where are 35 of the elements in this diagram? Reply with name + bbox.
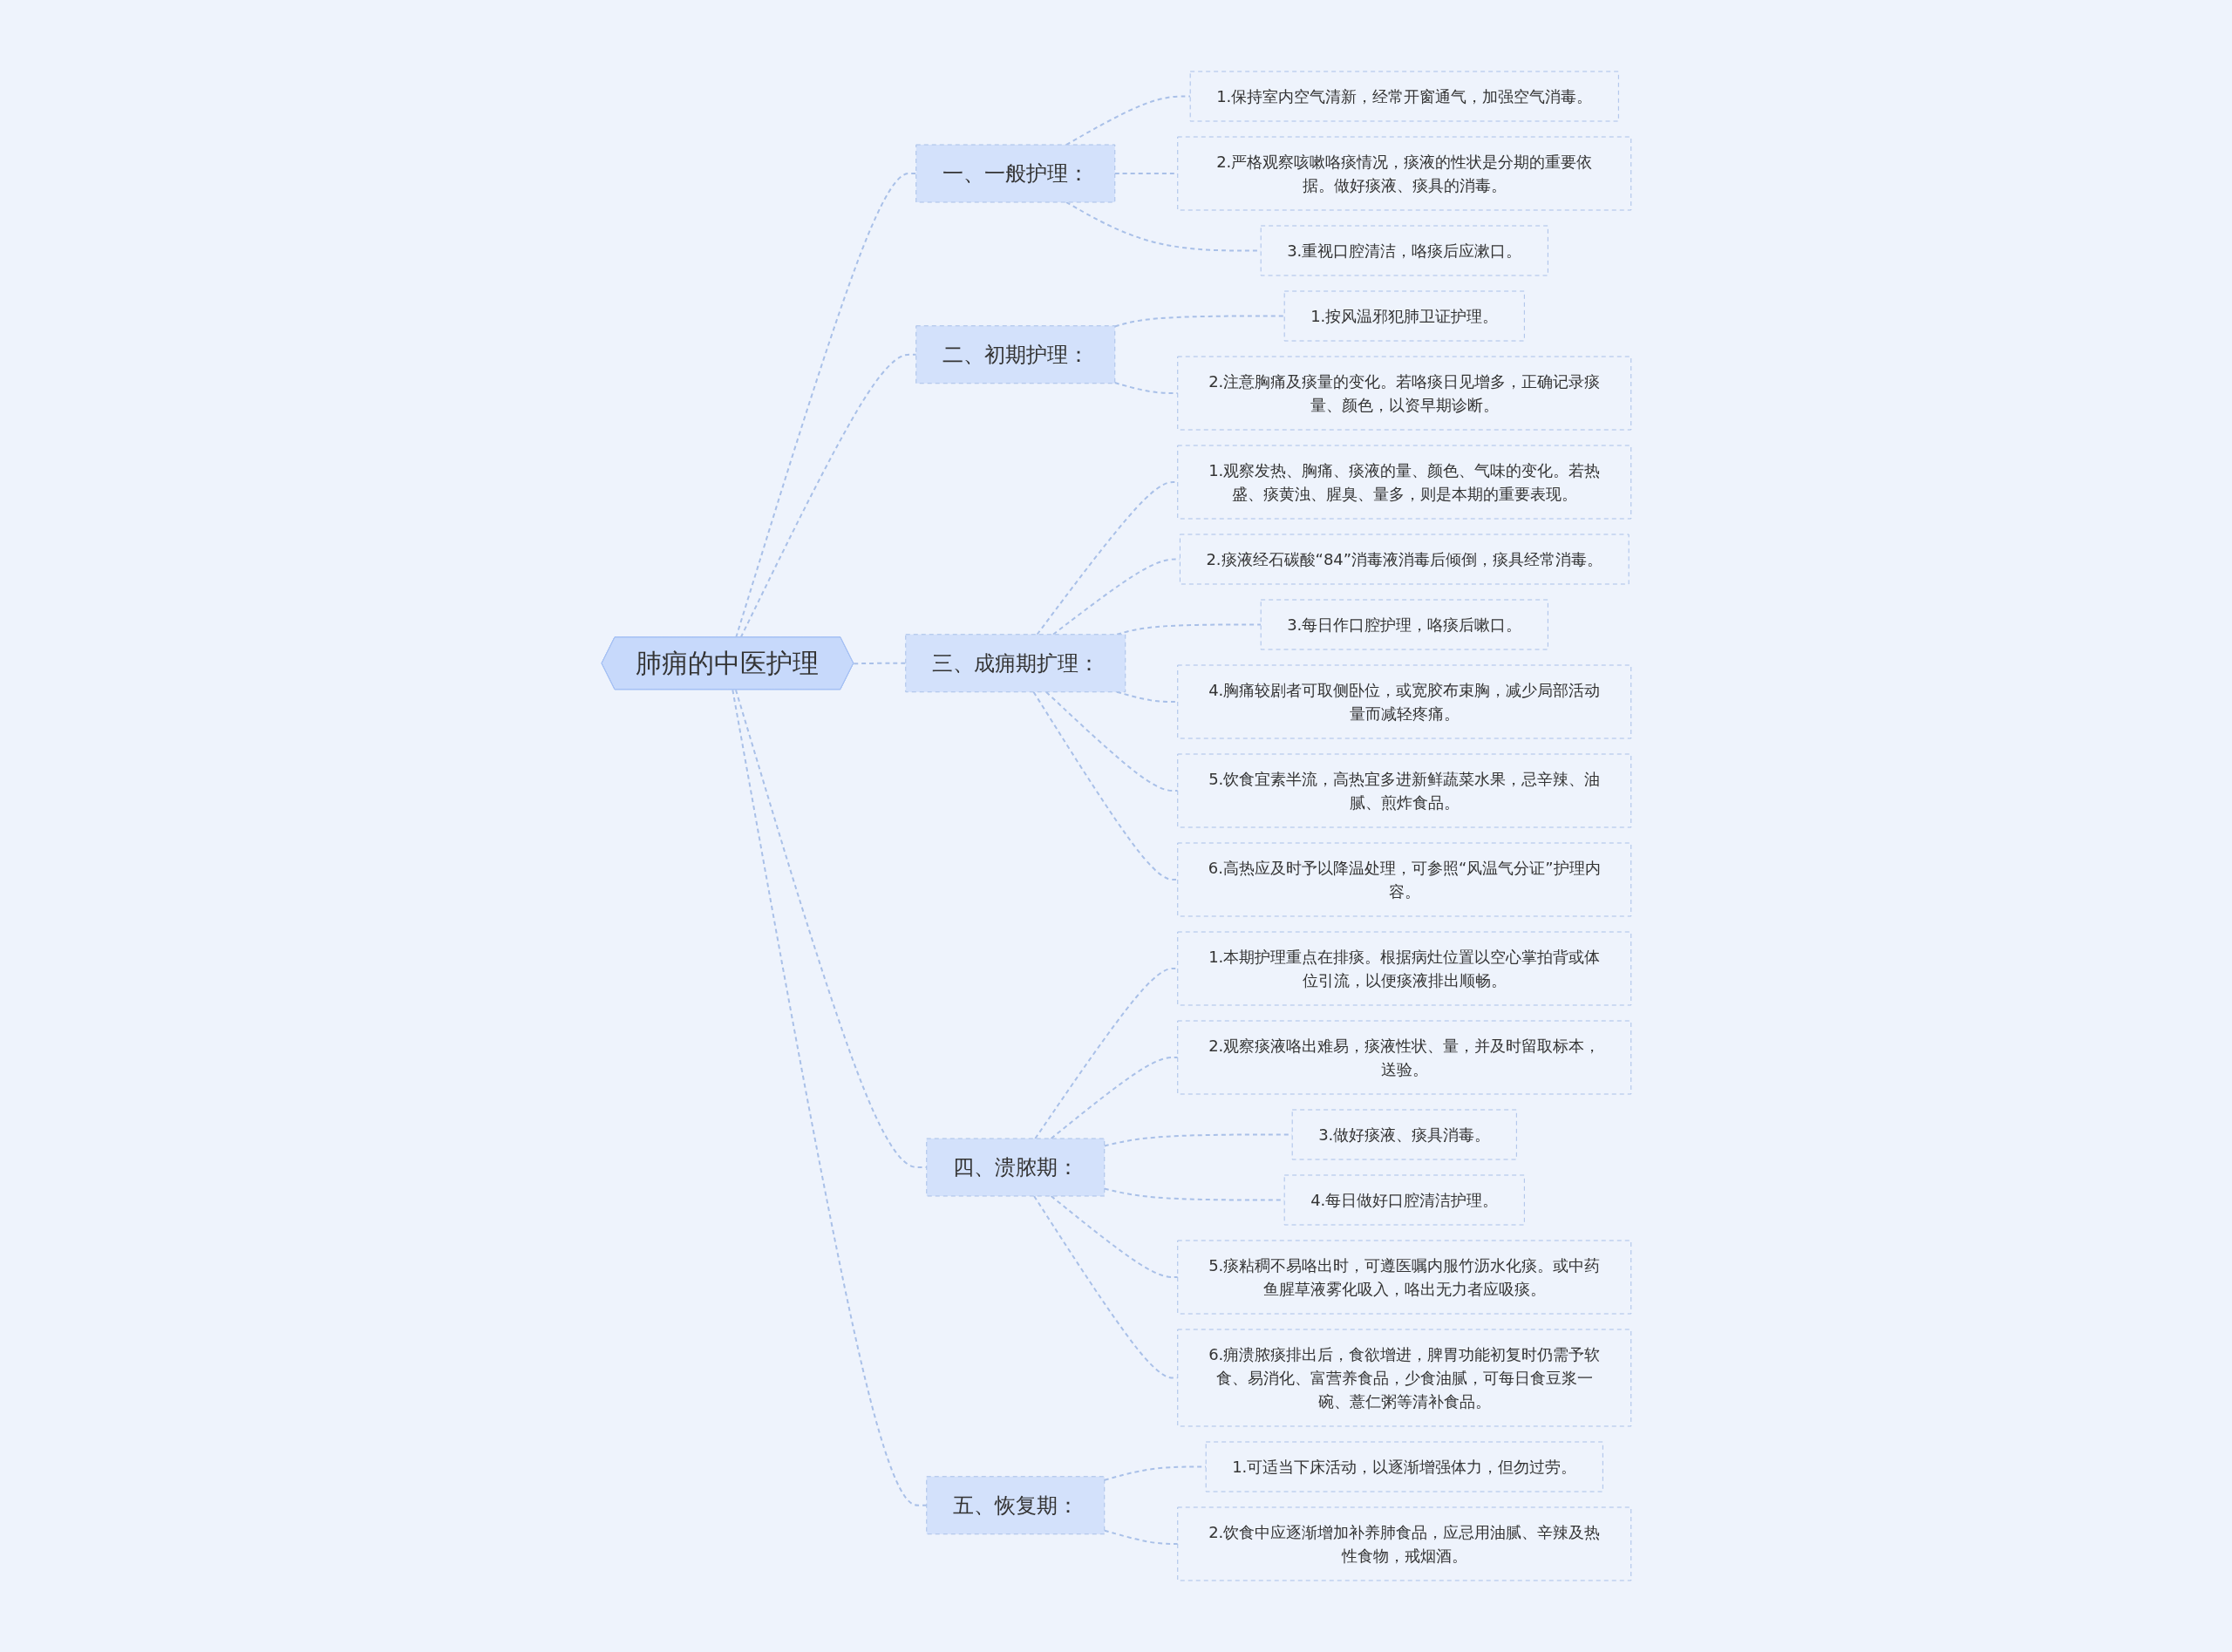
node-box: 2.饮食中应逐渐增加补养肺食品，应忌用油腻、辛辣及热性食物，戒烟酒。 xyxy=(1176,1506,1631,1581)
connector xyxy=(1032,1195,1179,1379)
node-box: 1.可适当下床活动，以逐渐增强体力，但勿过劳。 xyxy=(1205,1441,1603,1492)
connector xyxy=(1113,315,1285,328)
connector xyxy=(1036,481,1179,636)
node-box: 二、初期护理： xyxy=(915,325,1115,384)
node-box: 1.本期护理重点在排痰。根据病灶位置以空心掌拍背或体位引流，以便痰液排出顺畅。 xyxy=(1176,931,1631,1006)
node-box: 6.痈溃脓痰排出后，食欲增进，脾胃功能初复时仍需予软食、易消化、富营养食品，少食油腻，可每日食豆浆一碗、薏仁粥等清补食品。 xyxy=(1176,1329,1631,1427)
connector xyxy=(1050,1057,1179,1139)
node-box: 三、成痈期扩理： xyxy=(904,634,1126,693)
node-box: 2.严格观察咳嗽咯痰情况，痰液的性状是分期的重要依据。做好痰液、痰具的消毒。 xyxy=(1176,136,1631,211)
connector xyxy=(852,662,907,665)
node-box: 5.痰粘稠不易咯出时，可遵医嘱内服竹沥水化痰。或中药鱼腥草液雾化吸入，咯出无力者应吸痰。 xyxy=(1176,1240,1631,1315)
connector xyxy=(1103,1529,1179,1545)
node-box: 4.每日做好口腔清洁护理。 xyxy=(1283,1174,1525,1226)
node-box: 6.高热应及时予以降温处理，可参照“风温气分证”护理内容。 xyxy=(1176,842,1631,917)
node-box: 3.做好痰液、痰具消毒。 xyxy=(1291,1109,1517,1160)
node-box: 五、恢复期： xyxy=(925,1476,1105,1535)
node-box: 4.胸痛较剧者可取侧卧位，或宽胶布束胸，减少局部活动量而减轻疼痛。 xyxy=(1176,664,1631,739)
connector xyxy=(1033,968,1179,1139)
connector xyxy=(1050,1195,1179,1278)
node-box: 3.每日作口腔护理，咯痰后嗽口。 xyxy=(1260,599,1548,650)
node-box: 1.按风温邪犯肺卫证护理。 xyxy=(1283,290,1525,342)
node-box: 一、一般护理： xyxy=(915,144,1115,203)
node-box: 2.观察痰液咯出难易，痰液性状、量，并及时留取标本，送验。 xyxy=(1176,1020,1631,1095)
node-box: 5.饮食宜素半流，高热宜多进新鲜蔬菜水果，忌辛辣、油腻、煎炸食品。 xyxy=(1176,753,1631,828)
node-box: 1.观察发热、胸痛、痰液的量、颜色、气味的变化。若热盛、痰黄浊、腥臭、量多，则是本期的重要表现。 xyxy=(1176,445,1631,520)
node-box: 1.保持室内空气清新，经常开窗通气，加强空气消毒。 xyxy=(1189,71,1619,122)
node-box: 2.注意胸痛及痰量的变化。若咯痰日见增多，正确记录痰量、颜色，以资早期诊断。 xyxy=(1176,356,1631,431)
node-box: 3.重视口腔清洁，咯痰后应漱口。 xyxy=(1260,225,1548,276)
connector xyxy=(1045,690,1179,792)
node-box: 2.痰液经石碳酸“84”消毒液消毒后倾倒，痰具经常消毒。 xyxy=(1179,534,1630,585)
node-box: 四、溃脓期： xyxy=(925,1138,1105,1197)
connector xyxy=(1032,690,1179,880)
connector xyxy=(731,689,928,1506)
